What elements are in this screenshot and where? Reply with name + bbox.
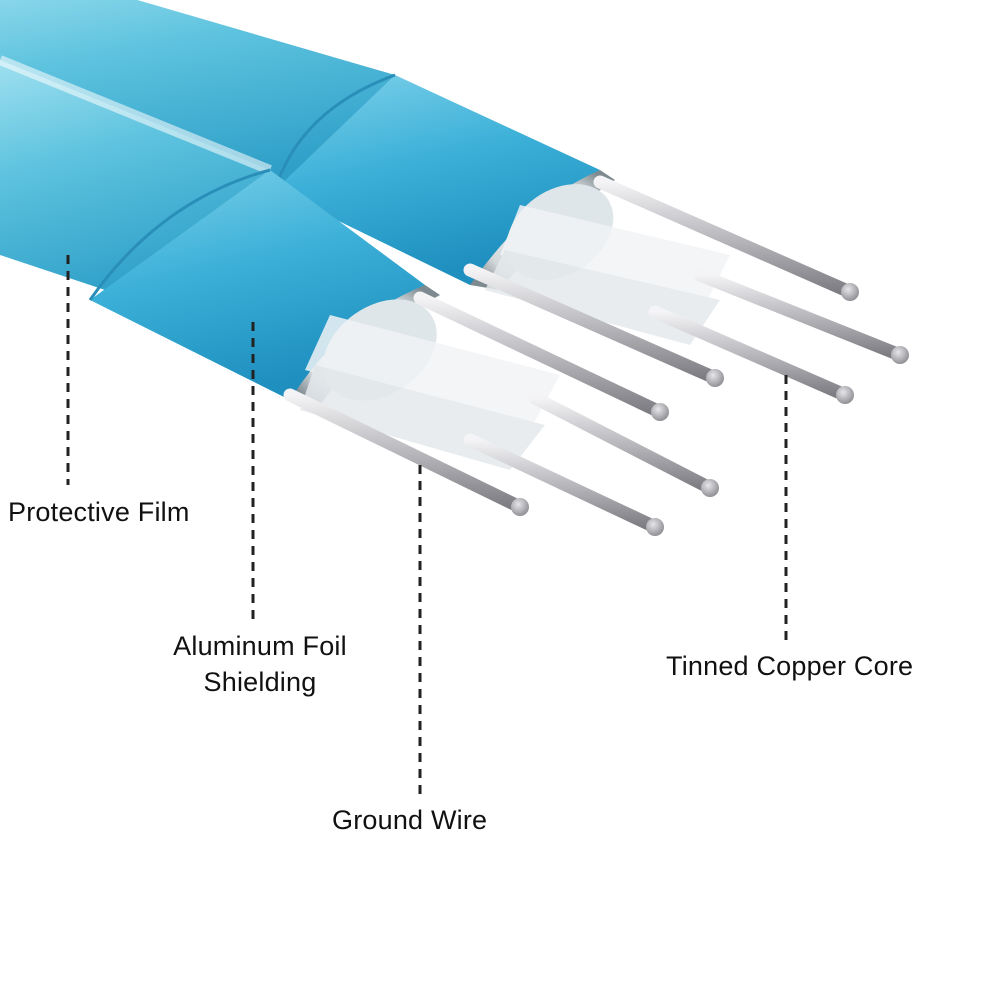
tinned-copper-wires-upper [463,175,909,404]
label-aluminum-foil-shielding: Aluminum Foil Shielding [150,628,370,700]
label-aluminum-foil-line2: Shielding [203,667,317,697]
cable-upper [0,0,909,404]
label-aluminum-foil-line1: Aluminum Foil [173,631,347,661]
ground-wire [283,388,527,514]
label-tinned-copper-core: Tinned Copper Core [666,651,914,681]
protective-film-jacket-upper [0,0,395,200]
tinned-copper-wires-lower [283,291,719,536]
cable-lower [0,55,719,536]
label-ground-wire: Ground Wire [332,805,488,835]
label-protective-film: Protective Film [8,497,190,527]
